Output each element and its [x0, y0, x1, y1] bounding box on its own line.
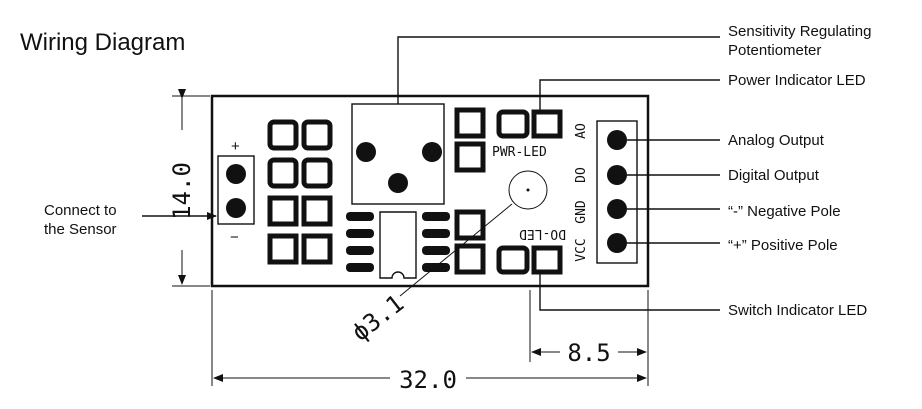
- hole-dimension-value: ϕ3.1: [346, 289, 409, 347]
- callout-analog-output: Analog Output: [728, 132, 825, 149]
- sensor-label-line1: Connect to: [44, 202, 117, 219]
- plus-silk-label: +: [231, 138, 240, 155]
- callout-switch-led: Switch Indicator LED: [728, 302, 867, 319]
- callout-negative-pole: “-” Negative Pole: [728, 203, 841, 220]
- callout-potentiometer-line2: Potentiometer: [728, 42, 821, 59]
- pin-label-gnd: GND: [574, 200, 589, 224]
- pin-label-vcc: VCC: [574, 238, 589, 261]
- pin-spacing-dimension: 8.5: [529, 290, 649, 367]
- callout-digital-output: Digital Output: [728, 167, 820, 184]
- height-dimension-value: 14.0: [168, 162, 196, 220]
- ic-chip: [346, 211, 450, 279]
- callout-positive-pole: “+” Positive Pole: [728, 237, 838, 254]
- height-dimension: 14.0: [168, 89, 210, 287]
- callout-potentiometer-line1: Sensitivity Regulating: [728, 23, 871, 40]
- do-led-silk: DO-LED: [519, 226, 566, 241]
- callout-power-led: Power Indicator LED: [728, 72, 866, 89]
- pin-label-ao: AO: [574, 123, 589, 139]
- width-dimension-value: 32.0: [399, 366, 457, 394]
- power-led: PWR-LED: [454, 107, 563, 173]
- pwr-led-silk: PWR-LED: [492, 145, 547, 160]
- diagram-title: Wiring Diagram: [20, 29, 185, 56]
- pin-spacing-value: 8.5: [567, 339, 610, 367]
- output-header: AO DO GND VCC: [574, 120, 638, 264]
- sensor-label-line2: the Sensor: [44, 221, 117, 238]
- pin-label-do: DO: [574, 167, 589, 183]
- sensor-connector: + −: [217, 138, 255, 246]
- mounting-hole: [508, 170, 548, 210]
- smd-pads: [267, 119, 333, 265]
- minus-silk-label: −: [230, 229, 239, 246]
- callout-lines: [397, 36, 720, 311]
- potentiometer: [351, 103, 445, 205]
